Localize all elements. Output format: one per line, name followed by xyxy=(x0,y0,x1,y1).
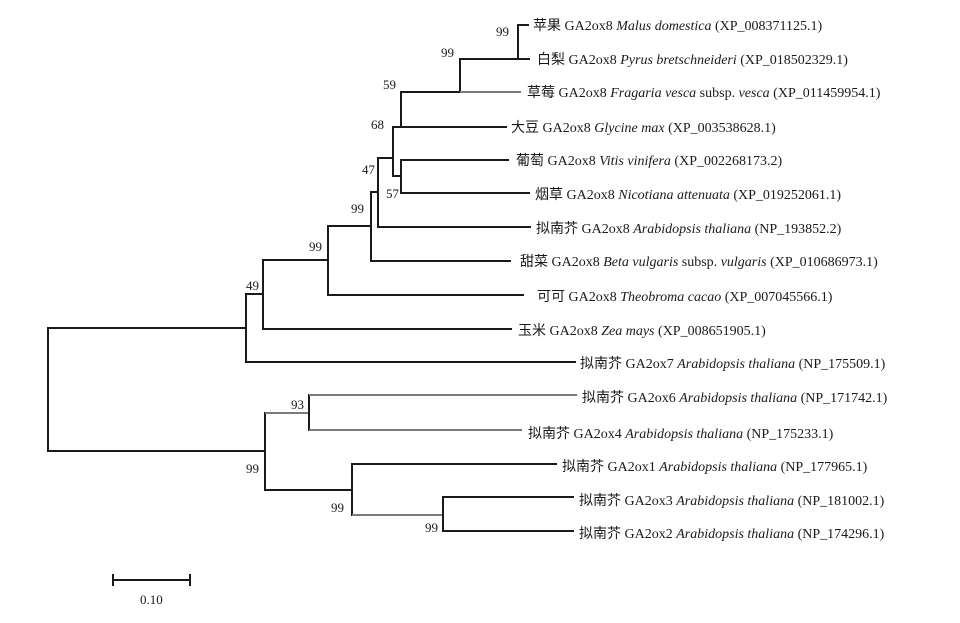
leaf-label: 烟草 GA2ox8 Nicotiana attenuata (XP_019252… xyxy=(535,187,841,203)
leaf-label: 拟南芥 GA2ox8 Arabidopsis thaliana (NP_1938… xyxy=(536,221,842,237)
leaf-label: 拟南芥 GA2ox7 Arabidopsis thaliana (NP_1755… xyxy=(580,356,886,372)
leaf-labels: 苹果 GA2ox8 Malus domestica (XP_008371125.… xyxy=(511,18,888,542)
scale-bar-line xyxy=(112,574,191,586)
leaf-label: 苹果 GA2ox8 Malus domestica (XP_008371125.… xyxy=(533,18,823,34)
leaf-label: 玉米 GA2ox8 Zea mays (XP_008651905.1) xyxy=(518,323,766,339)
bootstrap-label: 59 xyxy=(383,77,396,92)
tree-branches xyxy=(47,24,577,532)
leaf-label: 葡萄 GA2ox8 Vitis vinifera (XP_002268173.2… xyxy=(516,153,782,169)
leaf-label: 拟南芥 GA2ox1 Arabidopsis thaliana (NP_1779… xyxy=(562,459,868,475)
bootstrap-label: 99 xyxy=(331,500,344,515)
leaf-label: 甜菜 GA2ox8 Beta vulgaris subsp. vulgaris … xyxy=(520,254,878,270)
scale-bar: 0.10 xyxy=(112,574,191,607)
bootstrap-label: 49 xyxy=(246,278,259,293)
leaf-label: 草莓 GA2ox8 Fragaria vesca subsp. vesca (X… xyxy=(527,85,881,101)
leaf-label: 拟南芥 GA2ox2 Arabidopsis thaliana (NP_1742… xyxy=(579,526,885,542)
bootstrap-label: 57 xyxy=(386,186,400,201)
scale-bar-label: 0.10 xyxy=(140,592,163,607)
bootstrap-label: 99 xyxy=(246,461,259,476)
bootstrap-label: 99 xyxy=(351,201,364,216)
bootstrap-label: 99 xyxy=(309,239,322,254)
leaf-label: 拟南芥 GA2ox4 Arabidopsis thaliana (NP_1752… xyxy=(528,426,834,442)
bootstrap-values: 99 99 59 68 47 57 99 99 49 93 99 99 99 xyxy=(246,24,509,535)
leaf-label: 拟南芥 GA2ox6 Arabidopsis thaliana (NP_1717… xyxy=(582,390,888,406)
bootstrap-label: 99 xyxy=(441,45,454,60)
bootstrap-label: 47 xyxy=(362,162,376,177)
bootstrap-label: 99 xyxy=(425,520,438,535)
leaf-label: 拟南芥 GA2ox3 Arabidopsis thaliana (NP_1810… xyxy=(579,493,885,509)
bootstrap-label: 99 xyxy=(496,24,509,39)
bootstrap-label: 68 xyxy=(371,117,384,132)
leaf-label: 白梨 GA2ox8 Pyrus bretschneideri (XP_01850… xyxy=(537,52,848,68)
bootstrap-label: 93 xyxy=(291,397,304,412)
leaf-label: 大豆 GA2ox8 Glycine max (XP_003538628.1) xyxy=(511,120,776,136)
leaf-label: 可可 GA2ox8 Theobroma cacao (XP_007045566.… xyxy=(537,290,833,305)
